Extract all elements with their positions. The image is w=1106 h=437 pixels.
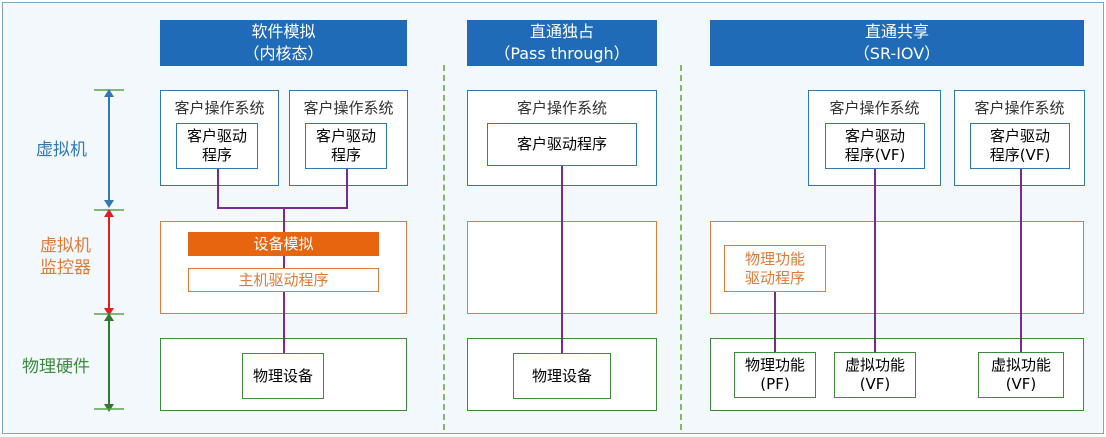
pf-driver-box: 物理功能驱动程序 [724,245,826,292]
guest-driver-box: 客户驱动程序 [305,123,387,169]
vf-label: 虚拟功能 [844,356,905,374]
physical-function-box: 物理功能(PF) [734,352,816,398]
hypervisor-level-arrow [94,209,124,316]
connector [283,292,285,353]
connector [283,207,285,232]
guest-driver-box: 客户驱动程序(VF) [825,123,925,169]
level-arrows [94,89,124,412]
column-divider-1 [443,65,445,430]
virtual-function-box: 虚拟功能(VF) [834,352,916,398]
software-column-header: 软件模拟 （内核态） [160,20,407,66]
guest-driver-label-line2: 程序 [201,146,232,164]
level-label-hypervisor-line1: 虚拟机 [40,236,91,256]
vm-level-arrow [94,89,124,208]
guest-os-label: 客户操作系统 [974,99,1065,117]
sriov-subtitle: （SR-IOV） [853,44,941,63]
guest-driver-label-line2: 程序(VF) [989,146,1051,164]
host-driver-box: 主机驱动程序 [188,268,379,292]
level-label-vm: 虚拟机 [36,140,87,160]
guest-driver-label: 客户驱动 [989,127,1050,145]
software-subtitle: （内核态） [243,44,324,63]
connector [874,169,876,352]
level-label-hypervisor-line2: 监控器 [40,258,91,278]
connector [561,166,563,353]
connector [1020,169,1022,352]
vf-label-line2: (VF) [859,375,891,393]
passthrough-title: 直通独占 [529,22,594,41]
connector [283,256,285,268]
sriov-title: 直通共享 [864,22,929,41]
column-divider-2 [680,65,682,430]
virtual-function-box: 虚拟功能(VF) [978,352,1064,398]
vf-label: 虚拟功能 [990,356,1051,374]
guest-driver-box: 客户驱动程序(VF) [970,123,1070,169]
guest-driver-box: 客户驱动程序 [176,123,258,169]
guest-os-label: 客户操作系统 [303,99,394,117]
connector [774,292,776,352]
guest-driver-label: 客户驱动 [315,127,376,145]
device-emulation-box: 设备模拟 [188,232,379,256]
guest-os-label: 客户操作系统 [174,99,265,117]
connector [346,169,348,208]
hardware-level-arrow [94,313,124,412]
guest-os-label: 客户操作系统 [829,99,920,117]
guest-os-label: 客户操作系统 [516,99,607,117]
guest-driver-label-line2: 程序(VF) [844,146,906,164]
pf-label: 物理功能 [744,356,805,374]
passthrough-subtitle: （Pass through） [494,44,630,63]
level-label-hypervisor: 虚拟机 监控器 [40,235,91,279]
passthrough-column-header: 直通独占 （Pass through） [467,20,657,66]
pf-driver-label-line2: 驱动程序 [744,268,805,287]
connector [217,169,219,208]
level-label-hardware: 物理硬件 [22,357,90,377]
guest-driver-label: 客户驱动 [186,127,247,145]
guest-driver-label-line2: 程序 [330,146,361,164]
sriov-column-header: 直通共享 （SR-IOV） [710,20,1084,66]
connector [217,207,348,209]
physical-device-box: 物理设备 [242,353,324,399]
software-title: 软件模拟 [251,22,316,41]
pf-label-line2: (PF) [760,375,790,393]
pf-driver-label: 物理功能 [744,249,805,268]
physical-device-box: 物理设备 [513,353,611,399]
guest-driver-box: 客户驱动程序 [487,123,637,166]
guest-driver-label: 客户驱动 [844,127,905,145]
vf-label-line2: (VF) [1005,375,1037,393]
